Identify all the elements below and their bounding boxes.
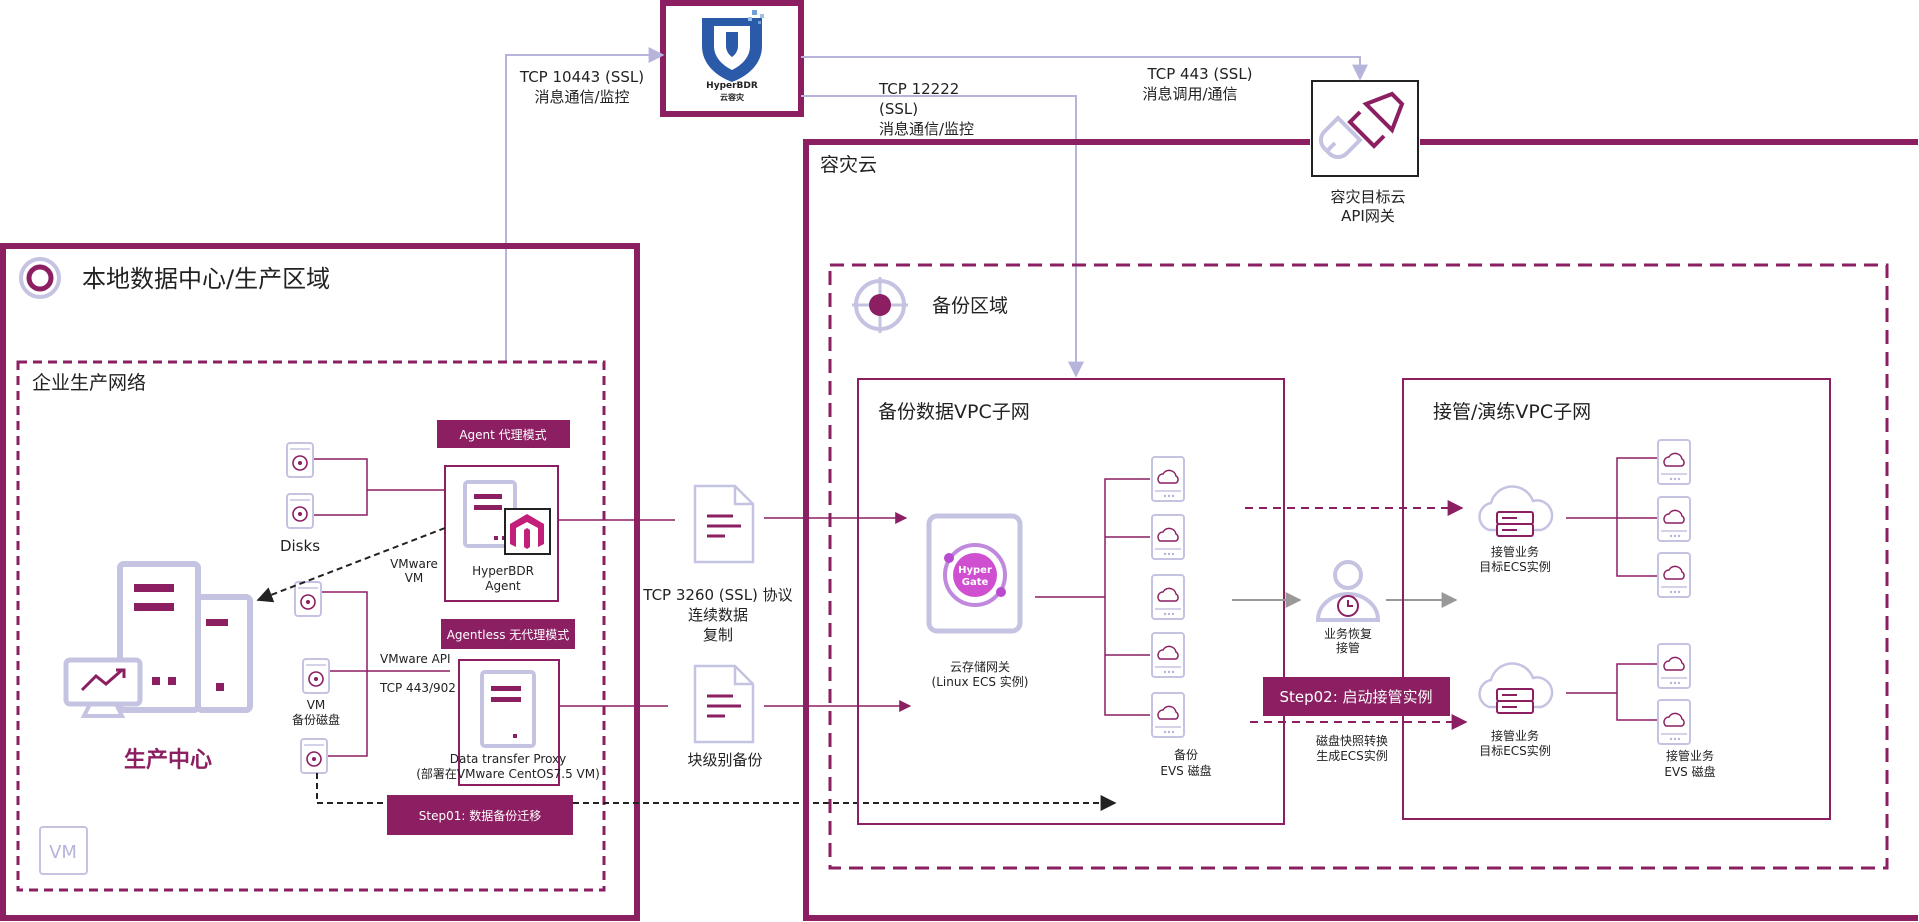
target-ecs-1-label-1: 接管业务	[1491, 544, 1539, 559]
disk-4	[300, 738, 328, 774]
takeover-evs-label-2: EVS 磁盘	[1664, 764, 1715, 779]
snapshot-label-1: 磁盘快照转换	[1316, 733, 1388, 748]
tcp10443-label-1: TCP 10443 (SSL)	[519, 68, 644, 86]
agentless-mode-label: Agentless 无代理模式	[447, 628, 570, 642]
target-ecs-icon-1	[1478, 485, 1554, 538]
evs-label-2: EVS 磁盘	[1160, 763, 1211, 778]
hypergate-logo-1: Hyper	[958, 565, 992, 576]
evs-disk-4	[1151, 632, 1185, 678]
agent-label-2: Agent	[485, 579, 521, 593]
target-ecs-1-label-2: 目标ECS实例	[1479, 559, 1551, 574]
disks-label: Disks	[280, 537, 320, 555]
tcp-port-label: TCP 443/902	[379, 681, 456, 695]
target-ecs-2-label-1: 接管业务	[1491, 728, 1539, 743]
proxy-label-1: Data transfer Proxy	[450, 752, 567, 766]
dr-cloud: 容灾云 备份区域 备份数据VPC子网 Hyper Gate 云存储网关 (Lin…	[803, 139, 1918, 921]
evs-disk-5	[1151, 692, 1185, 738]
agent-label-1: HyperBDR	[472, 564, 534, 578]
hyperbdr-logo: HyperBDR 云容灾	[660, 0, 804, 117]
takeover-disk-1	[1657, 439, 1691, 485]
gateway-label-2: (Linux ECS 实例)	[932, 674, 1029, 689]
tcp12222-label-2: (SSL)	[879, 100, 918, 118]
tcp12222-label-1: TCP 12222	[878, 80, 959, 98]
document-icon-1	[693, 484, 755, 564]
backup-zone	[828, 263, 1889, 870]
recovery-label-1: 业务恢复	[1324, 626, 1372, 641]
step01-badge	[387, 795, 573, 835]
api-gateway: 容灾目标云 API网关	[1311, 80, 1419, 225]
step02-label: Step02: 启动接管实例	[1279, 688, 1432, 706]
production-network	[16, 360, 606, 892]
production-center-icon	[63, 561, 253, 718]
vmware-api-label: VMware API	[380, 652, 451, 666]
cloud-title: 容灾云	[820, 154, 877, 176]
vmware-vm-label-2: VM	[405, 571, 424, 585]
tcp3260-label-1: TCP 3260 (SSL) 协议	[642, 586, 792, 604]
plug-icon	[1319, 91, 1405, 159]
vm-badge	[39, 826, 88, 875]
backup-vpc-title: 备份数据VPC子网	[878, 401, 1030, 423]
block-backup-label: 块级别备份	[687, 751, 762, 769]
vm-backup-disk	[302, 658, 330, 694]
evs-disk-3	[1151, 574, 1185, 620]
crosshair-icon	[852, 277, 908, 333]
local-datacenter: 本地数据中心/生产区域 企业生产网络 生产中心 Disks	[0, 243, 1117, 921]
proxy-label-2: (部署在VMware CentOS7.5 VM)	[416, 766, 600, 781]
logo-sub: 云容灾	[720, 92, 745, 102]
disk-1	[286, 442, 314, 478]
tcp443-label-1: TCP 443 (SSL)	[1146, 65, 1252, 83]
tcp10443-label-2: 消息通信/监控	[534, 88, 629, 106]
hypergate-icon: Hyper Gate	[926, 513, 1023, 634]
api-gateway-label-1: 容灾目标云	[1330, 188, 1405, 206]
vm-badge-label: VM	[49, 842, 77, 863]
takeover-disk-4	[1657, 643, 1691, 689]
target-ecs-2-label-2: 目标ECS实例	[1479, 743, 1551, 758]
gateway-label-1: 云存储网关	[950, 659, 1010, 674]
takeover-disk-2	[1657, 496, 1691, 542]
production-center-label: 生产中心	[124, 748, 212, 773]
step02-badge	[1263, 677, 1450, 716]
user-clock-icon	[1315, 560, 1381, 622]
takeover-disk-3	[1657, 552, 1691, 598]
takeover-vpc	[1402, 378, 1831, 820]
proxy-server-icon	[480, 670, 536, 748]
agent-server-icon	[463, 480, 517, 548]
agent-mode-badge	[437, 420, 570, 448]
recovery-label-2: 接管	[1336, 640, 1360, 655]
network-title: 企业生产网络	[32, 372, 146, 394]
vmware-vm-label-1: VMware	[390, 557, 438, 571]
agentless-mode-badge	[441, 619, 575, 649]
vm-disk-label-2: 备份磁盘	[292, 712, 340, 727]
target-ecs-icon-2	[1478, 662, 1554, 715]
backup-zone-title: 备份区域	[932, 295, 1008, 317]
top-connections	[505, 47, 1368, 378]
document-icon-2	[693, 664, 755, 744]
agent-mode-label: Agent 代理模式	[459, 428, 546, 442]
takeover-vpc-title: 接管/演练VPC子网	[1433, 401, 1591, 423]
evs-disk-1	[1151, 456, 1185, 502]
takeover-evs-label-1: 接管业务	[1666, 748, 1714, 763]
evs-label-1: 备份	[1174, 748, 1198, 762]
tcp3260-label-2: 连续数据	[688, 606, 748, 624]
tcp443-label-2: 消息调用/通信	[1142, 85, 1237, 103]
shield-icon	[702, 10, 764, 82]
tcp12222-label-3: 消息通信/监控	[879, 120, 974, 138]
vm-disk-label-1: VM	[307, 698, 326, 712]
snapshot-label-2: 生成ECS实例	[1316, 748, 1388, 763]
disk-2	[286, 493, 314, 529]
backup-vpc	[857, 378, 1285, 825]
takeover-disk-5	[1657, 699, 1691, 745]
magento-icon	[504, 508, 551, 555]
local-title: 本地数据中心/生产区域	[82, 265, 330, 293]
step01-label: Step01: 数据备份迁移	[419, 808, 541, 823]
api-gateway-label-2: API网关	[1341, 207, 1395, 225]
tcp3260-label-3: 复制	[703, 626, 733, 644]
hypergate-logo-2: Gate	[962, 577, 989, 588]
logo-brand: HyperBDR	[706, 81, 758, 91]
evs-disk-2	[1151, 514, 1185, 560]
disk-3	[294, 581, 322, 617]
